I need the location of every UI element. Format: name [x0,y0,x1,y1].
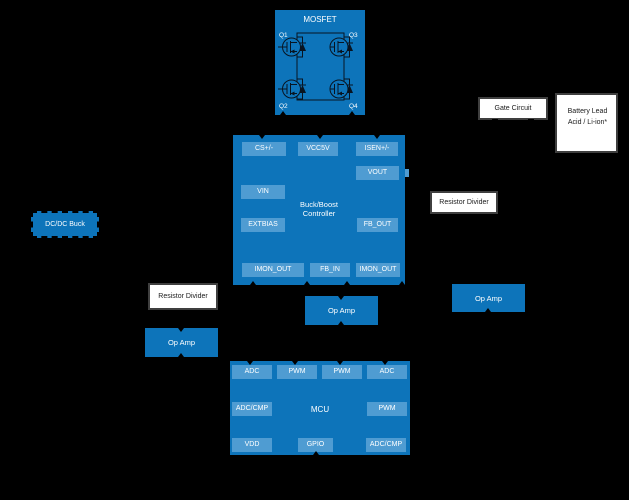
resistor-divider-right-block: Resistor Divider [430,191,498,214]
connector-arrow [304,281,310,285]
pin-adc-cmp-left: ADC/CMP [232,402,272,416]
battery-label-line2: Acid / Li-ion* [567,119,608,126]
pin-pwm-top-1: PWM [277,365,317,379]
pin-adc-cmp-right: ADC/CMP [366,438,406,452]
connector-arrow [337,361,343,365]
pin-pwm-right: PWM [367,402,407,416]
connector-arrow [259,135,265,139]
pin-pwm-top-2: PWM [322,365,362,379]
gate-circuit-block: Gate Circuit [478,97,548,120]
mosfet-q4-symbol [329,78,353,100]
q2-label: Q2 [279,103,288,110]
connector-arrow [382,361,388,365]
pin-adc-top-left: ADC [232,365,272,379]
connector-arrow [485,308,491,312]
connector-arrow [313,451,319,455]
connector-arrow [399,281,405,285]
mosfet-q1-symbol [278,36,306,58]
mosfet-q2-symbol [278,78,306,100]
connector-arrow [374,135,380,139]
pin-extbias: EXTBIAS [241,218,285,232]
q1-label: Q1 [279,32,288,39]
battery-label: Battery Lead Acid / Li-ion* [557,95,616,128]
buck-boost-controller-block: CS+/- VCC5V ISEN+/- VOUT VIN EXTBIAS FB_… [233,135,405,285]
connector-arrow [178,328,184,332]
op-amp-middle-label: Op Amp [327,306,356,315]
resistor-divider-left-label: Resistor Divider [158,293,208,300]
pin-adc-top-right: ADC [367,365,407,379]
connector-arrow [344,281,350,285]
op-amp-right-label: Op Amp [474,293,503,303]
mosfet-block: MOSFET [275,10,365,115]
gate-circuit-label: Gate Circuit [494,105,532,112]
connector-tick [492,95,498,97]
op-amp-right-block: Op Amp [452,284,525,312]
q4-label: Q4 [349,103,358,110]
mcu-title: MCU [310,405,330,414]
battery-label-line1: Battery Lead [567,108,608,115]
op-amp-left-label: Op Amp [167,338,196,347]
pin-vcc5v: VCC5V [298,142,338,156]
pin-gpio: GPIO [298,438,333,452]
vout-connector-stub [405,169,409,177]
pin-imon-out-left: IMON_OUT [242,263,304,277]
connector-arrow [292,361,298,365]
dcdc-buck-block: DC/DC Buck [31,211,99,238]
mosfet-title: MOSFET [303,15,337,24]
pin-isen: ISEN+/- [356,142,398,156]
pin-imon-out-right: IMON_OUT [356,263,400,277]
connector-arrow [338,321,344,325]
bridge-wiring [296,32,345,101]
dcdc-buck-label: DC/DC Buck [45,221,85,228]
controller-title-line1: Buck/Boost [300,200,338,209]
controller-title-line2: Controller [302,209,336,218]
connector-arrow [349,111,355,115]
resistor-divider-right-label: Resistor Divider [439,199,489,206]
op-amp-middle-block: Op Amp [305,296,378,325]
connector-arrow [247,361,253,365]
mosfet-bridge-schematic: Q1 Q3 Q2 Q4 [278,32,358,110]
connector-arrow [280,111,286,115]
battery-block: Battery Lead Acid / Li-ion* [555,93,618,153]
connector-arrow [250,281,256,285]
connector-arrow [317,135,323,139]
connector-tick [528,95,534,97]
pin-fb-out: FB_OUT [357,218,398,232]
connector-tick [528,119,534,121]
pin-cs: CS+/- [242,142,286,156]
controller-title: Buck/Boost Controller [285,200,353,218]
connector-arrow [178,353,184,357]
connector-arrow [338,296,344,300]
pin-vdd: VDD [232,438,272,452]
mosfet-q3-symbol [329,36,353,58]
op-amp-left-block: Op Amp [145,328,218,357]
connector-tick [492,119,498,121]
mcu-block: ADC PWM PWM ADC ADC/CMP PWM VDD GPIO ADC… [230,361,410,455]
pin-vin: VIN [241,185,285,199]
pin-fb-in: FB_IN [310,263,350,277]
resistor-divider-left-block: Resistor Divider [148,283,218,310]
pin-vout: VOUT [356,166,399,180]
q3-label: Q3 [349,32,358,39]
